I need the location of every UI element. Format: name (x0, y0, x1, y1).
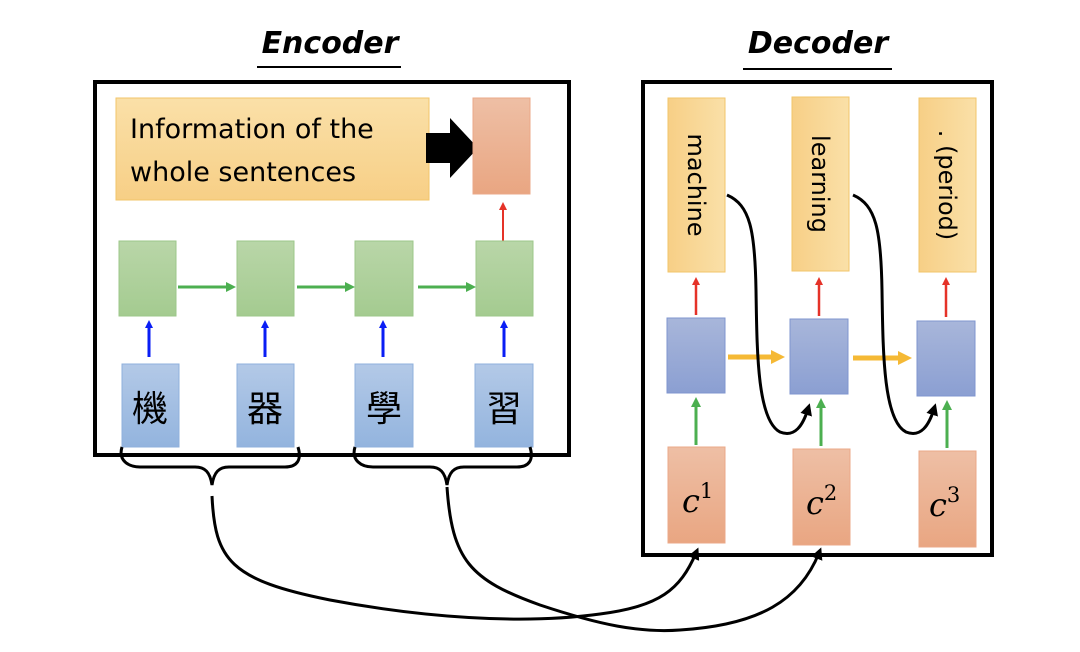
input-token: 器 (247, 389, 283, 430)
brace-right (352, 446, 533, 486)
decoder-frame (641, 80, 994, 557)
encoder-inputs: 機 器 學 習 (121, 363, 534, 448)
info-line-1: Information of the (130, 114, 374, 145)
decoder-hidden-states (666, 317, 976, 397)
sentence-summary-box (472, 97, 531, 195)
context-box (918, 450, 977, 548)
input-token-box (474, 363, 534, 448)
context-label: c3 (929, 483, 960, 524)
encoder-hidden-states (118, 240, 534, 317)
output-word: learning (806, 135, 834, 233)
encoder-hidden-3 (354, 240, 414, 317)
context-connector-2 (445, 486, 823, 633)
output-word-box (791, 96, 850, 272)
input-token-box (121, 363, 180, 448)
encoder-hidden-1 (118, 240, 177, 317)
big-arrow-icon (426, 118, 478, 178)
output-word: . (period) (933, 130, 961, 240)
encoder-hidden-2 (236, 240, 295, 317)
input-token: 習 (486, 389, 522, 430)
encoder-title: Encoder (262, 26, 401, 61)
context-label: c2 (806, 481, 837, 522)
output-word-box (918, 97, 977, 273)
decoder-outputs: machine learning . (period) (667, 96, 977, 273)
decoder-contexts: c1 c2 c3 (667, 446, 977, 548)
context-connector-1 (210, 495, 700, 621)
output-word-box (667, 97, 726, 273)
input-token-box (354, 363, 414, 448)
info-line-2: whole sentences (130, 157, 356, 188)
context-box (667, 446, 726, 544)
brace-left (119, 446, 301, 486)
input-token: 學 (366, 389, 402, 430)
output-word: machine (682, 133, 710, 236)
decoder-hidden-3 (916, 320, 976, 397)
encoder-hidden-4 (475, 240, 534, 317)
context-box (792, 448, 851, 546)
context-label: c1 (682, 479, 713, 520)
encoder-frame (93, 80, 571, 457)
info-box (115, 97, 430, 201)
decoder-hidden-2 (789, 318, 849, 395)
decoder-title: Decoder (748, 26, 890, 61)
input-token: 機 (132, 389, 168, 430)
feedback-connector-2 (852, 193, 938, 435)
input-token-box (236, 363, 295, 448)
decoder-hidden-1 (666, 317, 726, 394)
feedback-connector-1 (726, 193, 812, 435)
